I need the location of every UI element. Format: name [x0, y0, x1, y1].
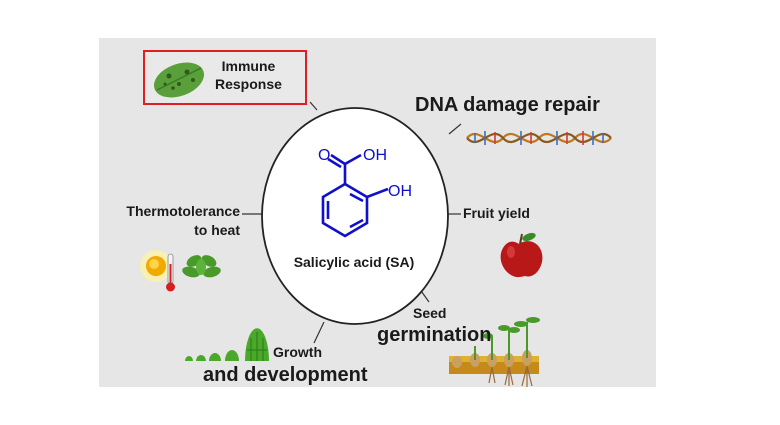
label-thermotolerance: Thermotolerance to heat	[102, 202, 240, 240]
atom-oh-hydroxyl: OH	[388, 183, 412, 200]
sun-icon	[140, 250, 172, 282]
germinating-seeds-icon	[449, 317, 540, 387]
seedling-icon	[182, 255, 221, 278]
thermo-line2: to heat	[194, 222, 240, 238]
compound-name: Salicylic acid (SA)	[294, 254, 415, 270]
connector-dna	[448, 123, 462, 135]
label-fruit-yield: Fruit yield	[463, 205, 530, 221]
structure-atom-labels: O OH OH	[318, 147, 412, 200]
label-and-development: and development	[203, 364, 368, 386]
connector-immune	[309, 101, 318, 111]
label-germination: germination	[377, 324, 492, 346]
immune-line2: Response	[215, 76, 282, 92]
immune-response-label: Immune Response	[215, 57, 282, 93]
immune-response-box: Immune Response	[143, 50, 307, 105]
growth-stages-icon	[185, 328, 269, 361]
thermo-line1: Thermotolerance	[126, 203, 240, 219]
dna-helix-icon	[466, 131, 612, 145]
atom-o: O	[318, 147, 330, 164]
diagram-canvas: O OH OH Salicylic acid (SA)	[140, 101, 612, 387]
diagram-panel: O OH OH Salicylic acid (SA)	[99, 38, 656, 387]
salicylic-acid-structure	[321, 153, 389, 238]
label-seed: Seed	[413, 305, 447, 321]
label-dna-damage-repair: DNA damage repair	[415, 94, 600, 116]
center-ellipse	[261, 107, 449, 325]
label-growth: Growth	[273, 344, 322, 360]
atom-oh-carboxyl: OH	[363, 147, 387, 164]
thermometer-icon	[166, 253, 175, 292]
immune-line1: Immune	[221, 58, 276, 74]
connector-growth	[313, 321, 325, 344]
leaf-icon	[153, 62, 205, 98]
apple-icon	[500, 232, 543, 278]
